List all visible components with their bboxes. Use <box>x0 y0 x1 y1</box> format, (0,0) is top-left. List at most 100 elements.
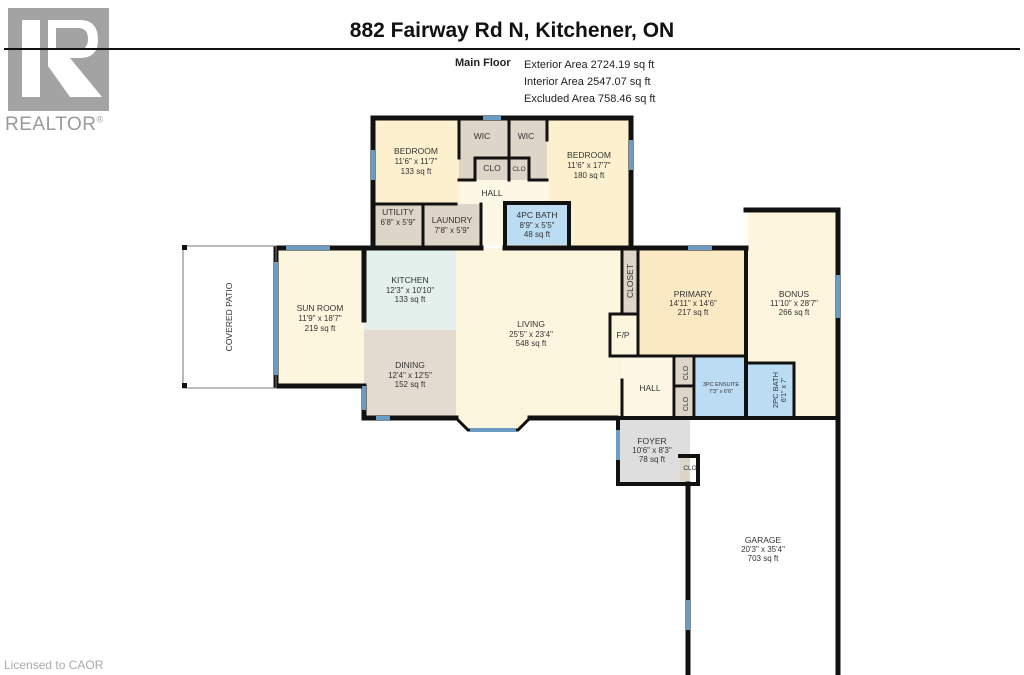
windows <box>274 116 840 630</box>
hall-mid-fill <box>622 356 674 418</box>
patio-post-1 <box>182 245 187 250</box>
living-fill <box>456 248 622 418</box>
laundry-fill <box>423 204 481 246</box>
room-labels: BEDROOM 11'6" x 11'7" 133 sq ft WIC WIC … <box>224 131 818 563</box>
bonus-area: 266 sq ft <box>779 308 810 317</box>
realtor-brand-text: REALTOR <box>5 114 97 135</box>
hall-top-name: HALL <box>481 188 503 198</box>
ensuite-name: 3PC ENSUITE <box>703 382 739 388</box>
clo1-fill <box>475 158 509 180</box>
living-name: LIVING <box>517 319 545 329</box>
clo3-name: CLO <box>683 365 690 380</box>
covered-patio-name: COVERED PATIO <box>224 282 234 351</box>
garage-dims: 20'3" x 35'4" <box>741 545 785 554</box>
wall-bath4pc <box>503 201 571 248</box>
excluded-area: Excluded Area 758.46 sq ft <box>524 93 656 105</box>
page-title: 882 Fairway Rd N, Kitchener, ON <box>0 19 1024 43</box>
bath4pc-fill <box>505 203 569 245</box>
clo4-fill <box>676 388 694 418</box>
bedroom2-dims: 11'6" x 17'7" <box>567 161 610 170</box>
wic2-name: WIC <box>518 131 535 141</box>
kitchen-area: 133 sq ft <box>395 295 426 304</box>
clo2-name: CLO <box>512 166 525 173</box>
exterior-area: Exterior Area 2724.19 sq ft <box>524 59 655 71</box>
bath4pc-area: 48 sq ft <box>524 230 551 239</box>
utility-fill <box>373 204 423 246</box>
bath4pc-name: 4PC BATH <box>517 210 558 220</box>
wic1-name: WIC <box>474 131 491 141</box>
ensuite-dims: 7'3" x 6'6" <box>709 389 733 395</box>
hall-mid-name: HALL <box>639 383 661 393</box>
bedroom2-name: BEDROOM <box>567 150 611 160</box>
realtor-wordmark: REALTOR® <box>5 114 104 136</box>
ensuite-fill <box>696 356 746 418</box>
bath2pc-dims: 6'1" x 7' <box>781 378 788 402</box>
wall-utility <box>421 202 483 248</box>
patio-post-2 <box>182 383 187 388</box>
wall-2pc <box>746 361 796 420</box>
kitchen-name: KITCHEN <box>391 275 428 285</box>
wall-clo <box>473 156 531 182</box>
walls <box>182 115 841 675</box>
fireplace-fill <box>610 314 638 356</box>
interior-area: Interior Area 2547.07 sq ft <box>524 76 651 88</box>
foyer-dims: 10'6" x 8'3" <box>632 446 672 455</box>
foyer-name: FOYER <box>637 436 666 446</box>
closet-name: CLOSET <box>625 264 635 298</box>
clo5-name: CLO <box>683 465 696 472</box>
fireplace-name: F/P <box>616 330 630 340</box>
header-divider <box>4 48 1020 50</box>
bedroom1-area: 133 sq ft <box>401 167 432 176</box>
address-title: 882 Fairway Rd N, Kitchener, ON <box>349 19 675 42</box>
garage-name: GARAGE <box>745 535 782 545</box>
laundry-dims: 7'8" x 5'9" <box>435 226 470 235</box>
laundry-name: LAUNDRY <box>432 215 473 225</box>
wall-foyer <box>616 416 700 486</box>
dining-dims: 12'4" x 12'5" <box>388 371 432 380</box>
dining-area: 152 sq ft <box>395 380 426 389</box>
realtor-logo <box>8 8 109 111</box>
primary-area: 217 sq ft <box>678 308 709 317</box>
utility-name: UTILITY <box>382 207 414 217</box>
sunroom-area: 219 sq ft <box>305 324 336 333</box>
kitchen-fill <box>364 248 456 330</box>
bath2pc-fill <box>748 363 794 418</box>
license-footer: Licensed to CAOR <box>4 658 104 672</box>
bath4pc-dims: 8'9" x 5'5" <box>520 221 555 230</box>
primary-fill <box>638 248 746 356</box>
bath2pc-name: 2PC BATH <box>771 372 780 408</box>
garage-area: 703 sq ft <box>748 554 779 563</box>
bedroom1-name: BEDROOM <box>394 146 438 156</box>
utility-dims: 6'8" x 5'9" <box>381 218 416 227</box>
primary-dims: 14'11" x 14'6" <box>669 299 717 308</box>
area-summary: Exterior Area 2724.19 sq ft Interior Are… <box>524 57 655 108</box>
covered-patio-fill <box>183 246 276 388</box>
wall-bonus <box>743 207 841 675</box>
sunroom-fill <box>276 248 364 386</box>
bonus-name: BONUS <box>779 289 810 299</box>
bedroom2-area: 180 sq ft <box>574 171 605 180</box>
living-dims: 25'5" x 23'4" <box>509 330 553 339</box>
clo3-fill <box>676 358 694 386</box>
dining-fill <box>364 330 456 418</box>
kitchen-dims: 12'3" x 10'10" <box>386 286 434 295</box>
living-area: 548 sq ft <box>516 339 547 348</box>
closet-fill <box>622 248 638 314</box>
garage-fill <box>690 420 838 675</box>
bedroom1-dims: 11'6" x 11'7" <box>395 157 438 166</box>
room-fills <box>183 118 838 675</box>
sunroom-name: SUN ROOM <box>297 303 344 313</box>
clo2-fill <box>509 158 529 180</box>
dining-name: DINING <box>395 360 425 370</box>
registered-mark: ® <box>96 114 104 125</box>
clo4-name: CLO <box>683 396 690 411</box>
realtor-r-logo-icon <box>22 20 102 97</box>
bedroom1-fill <box>373 118 459 204</box>
wall-hall-left <box>371 178 549 206</box>
bay-window-fill <box>456 418 530 430</box>
clo1-name: CLO <box>483 163 501 173</box>
primary-name: PRIMARY <box>674 289 713 299</box>
floor-label: Main Floor <box>455 57 511 69</box>
sunroom-dims: 11'9" x 18'7" <box>298 314 341 323</box>
